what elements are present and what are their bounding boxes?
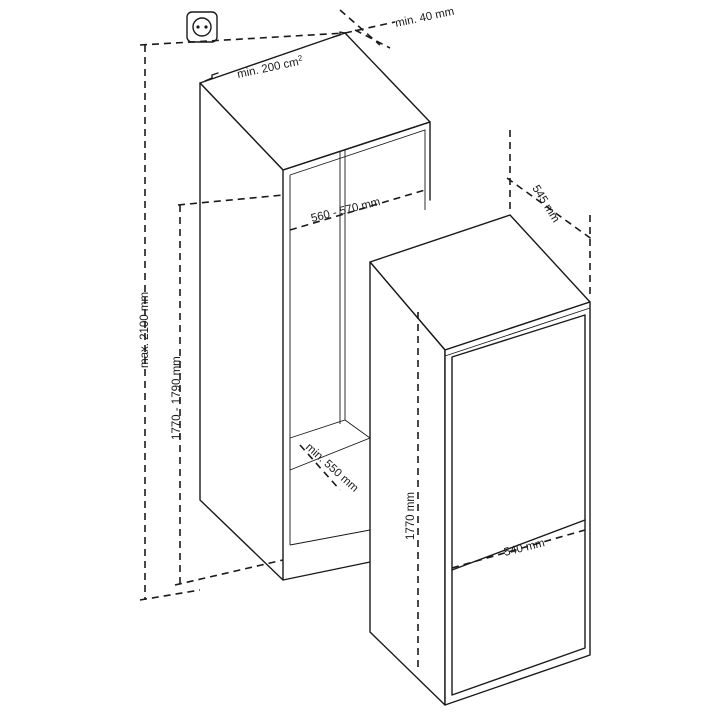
- min-gap-label: min. 40 mm: [394, 6, 455, 30]
- niche-depth-label: min. 550 mm: [303, 441, 360, 494]
- appliance-height-label: 1770 mm: [405, 492, 417, 540]
- dimension-appliance-depth: [506, 130, 594, 298]
- dimension-niche-depth: [299, 444, 341, 491]
- max-height-label: max. 2100 mm: [139, 292, 151, 368]
- dimension-niche-height: [174, 194, 284, 586]
- dimension-max-height: [139, 32, 346, 601]
- appliance: [369, 214, 591, 706]
- cabinet: [199, 31, 431, 581]
- power-socket-icon: [186, 11, 218, 43]
- vent-area-unit-superscript: 2: [297, 53, 304, 63]
- niche-height-label: 1770 - 1790 mm: [171, 356, 183, 440]
- dimension-min-gap: [339, 9, 396, 49]
- niche-width-label: 560 - 570 mm: [310, 196, 382, 225]
- appliance-depth-label: 545 mm: [529, 183, 561, 225]
